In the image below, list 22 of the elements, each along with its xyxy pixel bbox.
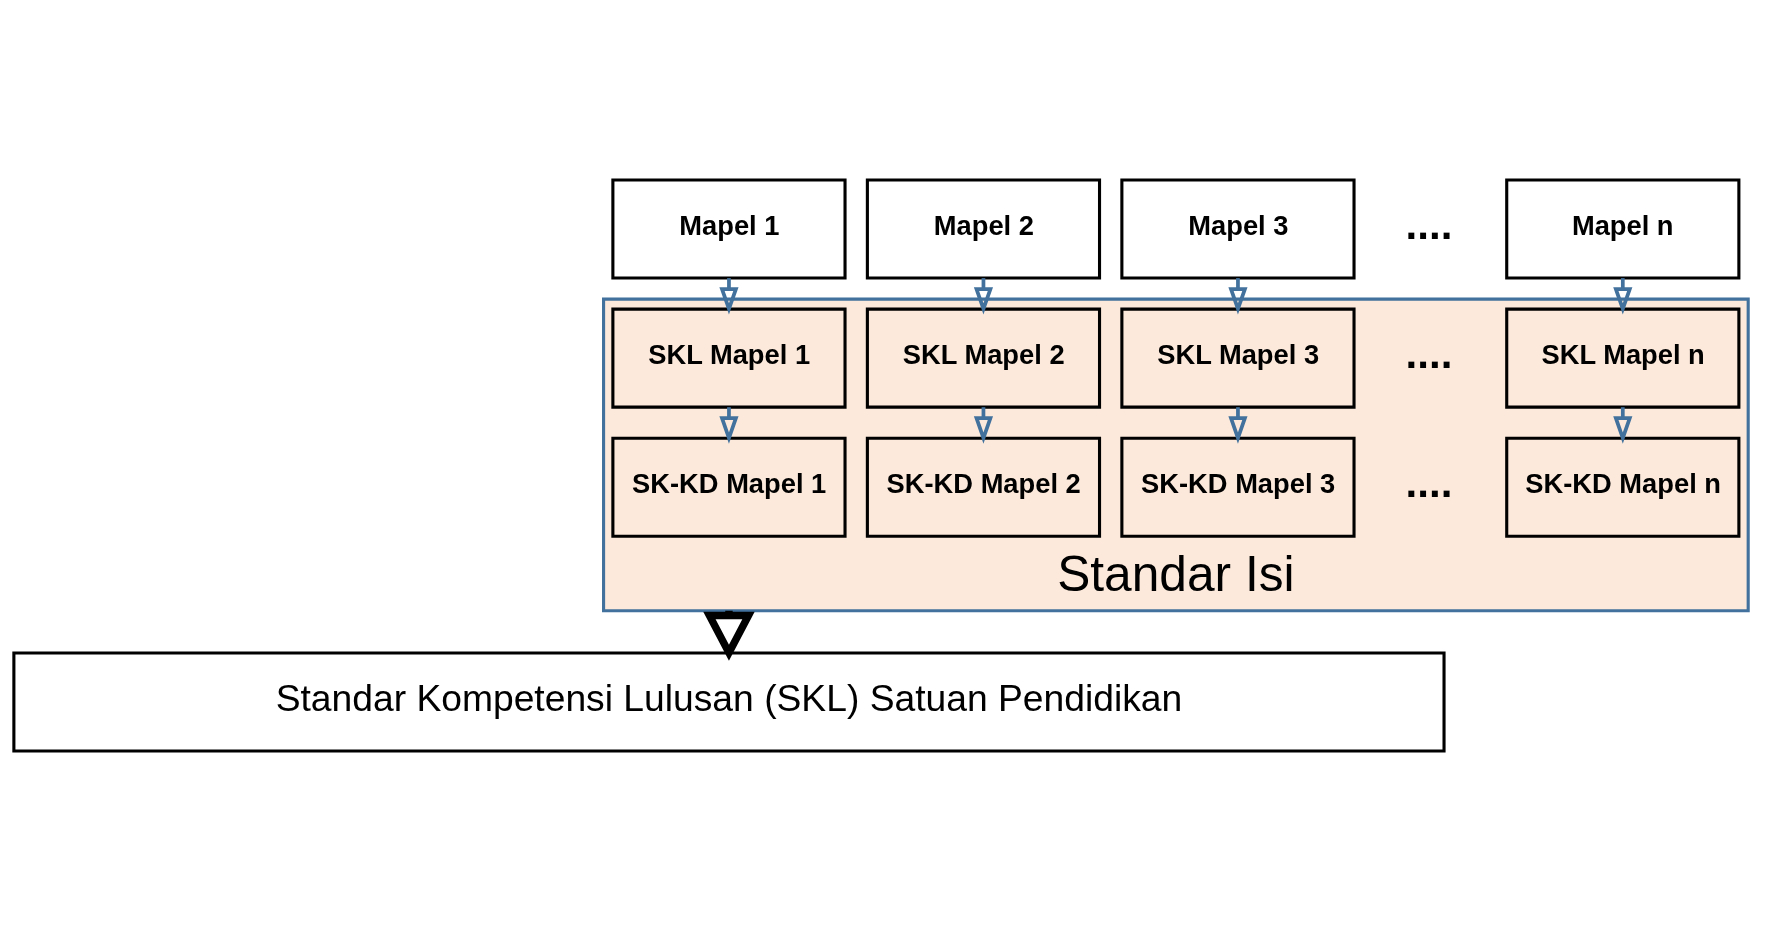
node-box: SKL Mapel 3 (1120, 307, 1356, 409)
arrow (1228, 278, 1248, 315)
node-box: SK-KD Mapel n (1505, 436, 1741, 538)
label: .... (1405, 329, 1453, 377)
arrow (1613, 407, 1633, 444)
node-box: SK-KD Mapel 1 (611, 436, 847, 538)
arrow (719, 407, 739, 444)
arrow (1228, 407, 1248, 444)
label: .... (1405, 200, 1453, 248)
node-box: SKL Mapel n (1505, 307, 1741, 409)
node-box: Mapel n (1505, 178, 1741, 280)
node-box: Mapel 3 (1120, 178, 1356, 280)
node-box: SK-KD Mapel 3 (1120, 436, 1356, 538)
label: .... (1405, 458, 1453, 506)
node-box: Standar Kompetensi Lulusan (SKL) Satuan Pendidikan (12, 651, 1446, 753)
node-box: Mapel 1 (611, 178, 847, 280)
node-box: SKL Mapel 1 (611, 307, 847, 409)
node-box: SKL Mapel 2 (865, 307, 1102, 409)
node-box: SK-KD Mapel 2 (865, 436, 1102, 538)
node-box: Mapel 2 (865, 178, 1102, 280)
arrow (719, 278, 739, 315)
arrow (1613, 278, 1633, 315)
